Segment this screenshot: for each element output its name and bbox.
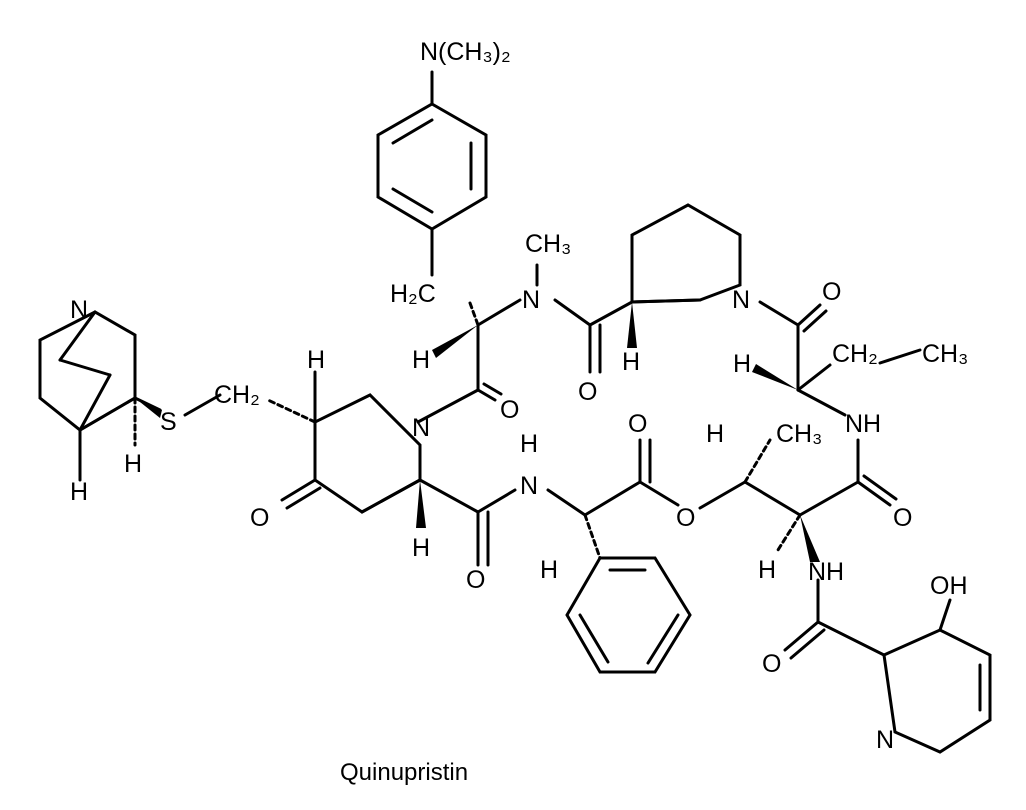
h-quin-s-label: H bbox=[124, 450, 142, 478]
o-ester-ring-label: O bbox=[676, 504, 695, 532]
h2c-label: H₂C bbox=[390, 280, 436, 308]
o-amide-pro-label: O bbox=[578, 378, 597, 406]
h-phg-label: H bbox=[540, 556, 558, 584]
nh-pic-label: NH bbox=[808, 558, 844, 586]
h-thr-bottom-label: H bbox=[758, 556, 776, 584]
oh-label: OH bbox=[930, 572, 968, 600]
ch2-s-label: CH₂ bbox=[214, 381, 260, 409]
n-pyridine-label: N bbox=[876, 726, 894, 754]
atom-labels: N(CH₃)₂ CH₃ H₂C N O N CH₂ CH₃ H H H O O … bbox=[70, 38, 968, 754]
o-pip-bottom-label: O bbox=[466, 566, 485, 594]
h-amide-label: H bbox=[520, 430, 538, 458]
bonds bbox=[38, 70, 992, 754]
nh-thr-label: NH bbox=[845, 410, 881, 438]
ch3-nmethyl-label: CH₃ bbox=[525, 230, 571, 258]
n-pip-label: N bbox=[412, 414, 430, 442]
h-thr-label: H bbox=[706, 420, 724, 448]
s-label: S bbox=[160, 408, 177, 436]
h-pip-bottom-label: H bbox=[412, 534, 430, 562]
o-thr-amide-label: O bbox=[893, 504, 912, 532]
h-quin-bridge-label: H bbox=[70, 478, 88, 506]
h-pip-top-label: H bbox=[307, 346, 325, 374]
o-ketone-label: O bbox=[250, 504, 269, 532]
o-pic-label: O bbox=[762, 650, 781, 678]
n-proline-label: N bbox=[732, 286, 750, 314]
ch3-thr-label: CH₃ bbox=[776, 420, 822, 448]
o-amide-phe-label: O bbox=[500, 396, 519, 424]
h-proline-label: H bbox=[622, 348, 640, 376]
ch3-ethyl-label: CH₃ bbox=[922, 340, 968, 368]
nme2-label: N(CH₃)₂ bbox=[420, 38, 511, 66]
wedges bbox=[135, 302, 820, 562]
o-carbonyl-top-label: O bbox=[822, 278, 841, 306]
nh-amide-label: N bbox=[520, 472, 538, 500]
o-pip-amide-label: O bbox=[628, 410, 647, 438]
caption: Quinupristin bbox=[340, 759, 468, 786]
ch2-ethyl-label: CH₂ bbox=[832, 340, 878, 368]
h-alpha-left-label: H bbox=[412, 346, 430, 374]
n-nmethyl-label: N bbox=[522, 286, 540, 314]
n-quin-label: N bbox=[70, 296, 88, 324]
h-ethyl-label: H bbox=[733, 350, 751, 378]
